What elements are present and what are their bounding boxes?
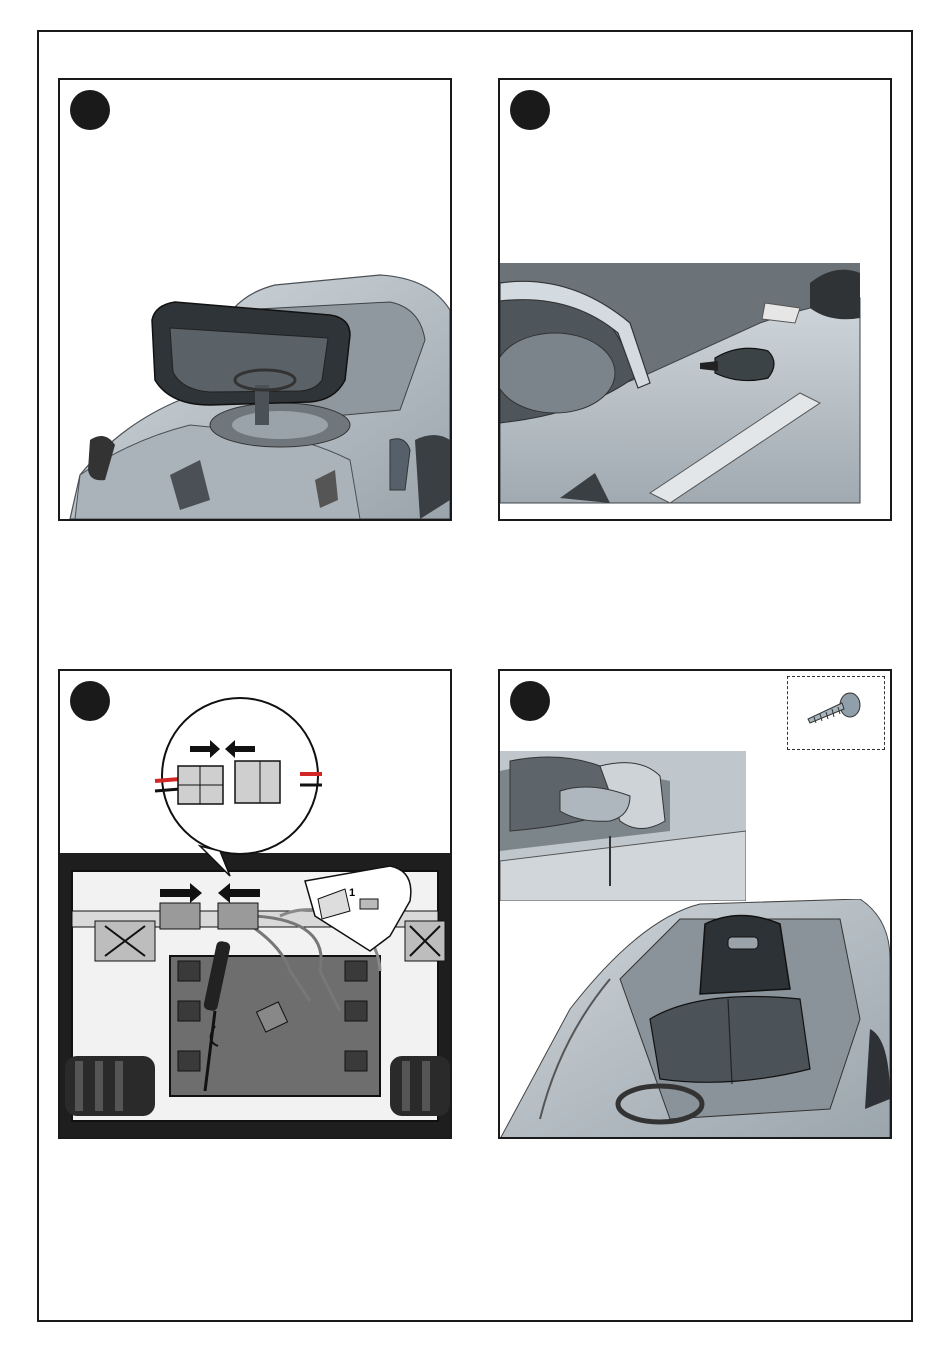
motor-right (390, 1056, 450, 1116)
step-panel-2 (498, 78, 892, 521)
mirror-illustration (500, 263, 890, 513)
step-number-badge (70, 90, 110, 130)
seat-install-illustration (500, 899, 890, 1139)
windshield-illustration (60, 80, 450, 519)
step-number-badge (510, 90, 550, 130)
motor-left (65, 1056, 155, 1116)
step-panel-3: 1 (58, 669, 452, 1139)
step-number-badge (70, 681, 110, 721)
seat-back-illustration (500, 751, 746, 901)
hardware-box (787, 676, 885, 750)
step-panel-1 (58, 78, 452, 521)
step-number-badge (510, 681, 550, 721)
callout-number: 1 (349, 887, 355, 899)
step-panel-4 (498, 669, 892, 1139)
screw-icon (788, 677, 882, 747)
battery-wiring-illustration: 1 (60, 671, 450, 1137)
